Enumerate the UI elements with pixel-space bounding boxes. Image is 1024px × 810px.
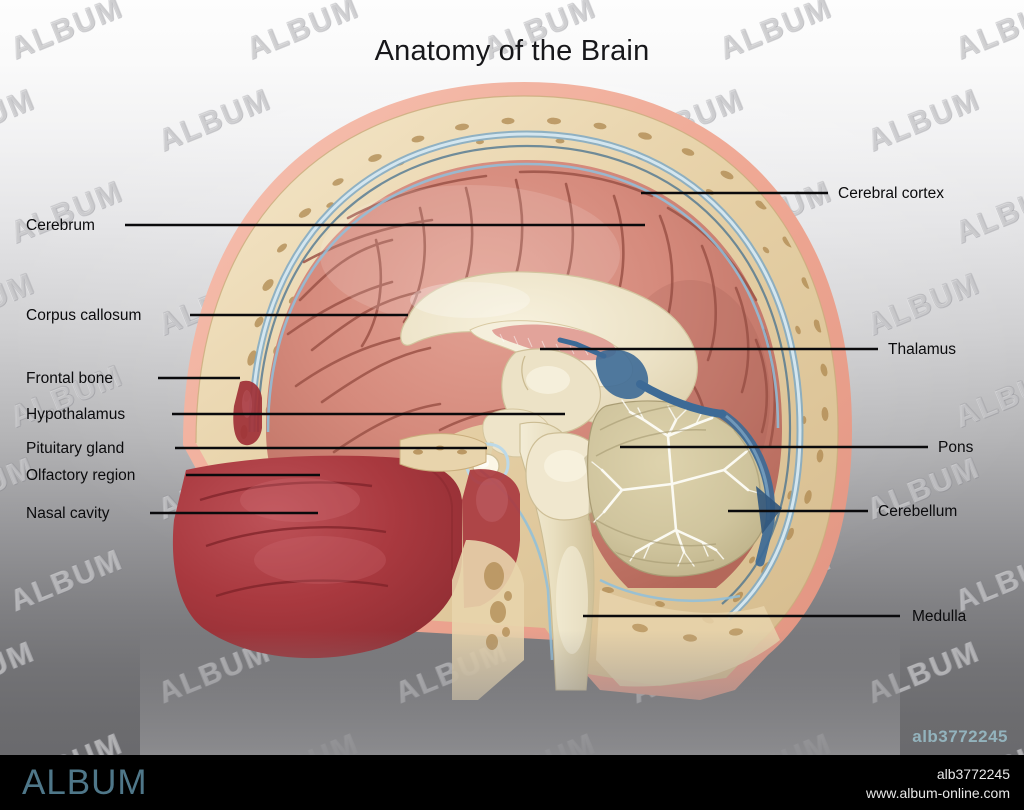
cerebellum <box>587 399 769 577</box>
footer-image-id: alb3772245 <box>936 766 1010 782</box>
brain-illustration <box>140 82 900 755</box>
label-corpus-callosum: Corpus callosum <box>26 307 142 324</box>
label-cerebral-cortex: Cerebral cortex <box>838 185 944 202</box>
label-cerebellum: Cerebellum <box>878 503 958 520</box>
footer-bar: ALBUM alb3772245 www.album-online.com <box>0 755 1024 810</box>
page-title: Anatomy of the Brain <box>374 35 650 67</box>
label-medulla: Medulla <box>912 608 967 625</box>
footer-right: alb3772245 www.album-online.com <box>866 765 1010 803</box>
footer-url[interactable]: www.album-online.com <box>866 785 1010 801</box>
nasal-cavity <box>172 455 462 659</box>
label-pituitary-gland: Pituitary gland <box>26 440 125 457</box>
label-pons: Pons <box>938 439 974 456</box>
watermark-id: alb3772245 <box>912 727 1008 746</box>
leader-lines <box>125 191 928 618</box>
label-frontal-bone: Frontal bone <box>26 370 114 387</box>
label-hypothalamus: Hypothalamus <box>26 406 126 423</box>
label-olfactory-region: Olfactory region <box>26 467 136 484</box>
dura-csf-layer <box>248 130 804 621</box>
label-thalamus: Thalamus <box>888 341 957 358</box>
label-cerebrum: Cerebrum <box>26 217 95 234</box>
album-logo[interactable]: ALBUM <box>22 763 148 802</box>
label-nasal-cavity: Nasal cavity <box>26 505 110 522</box>
